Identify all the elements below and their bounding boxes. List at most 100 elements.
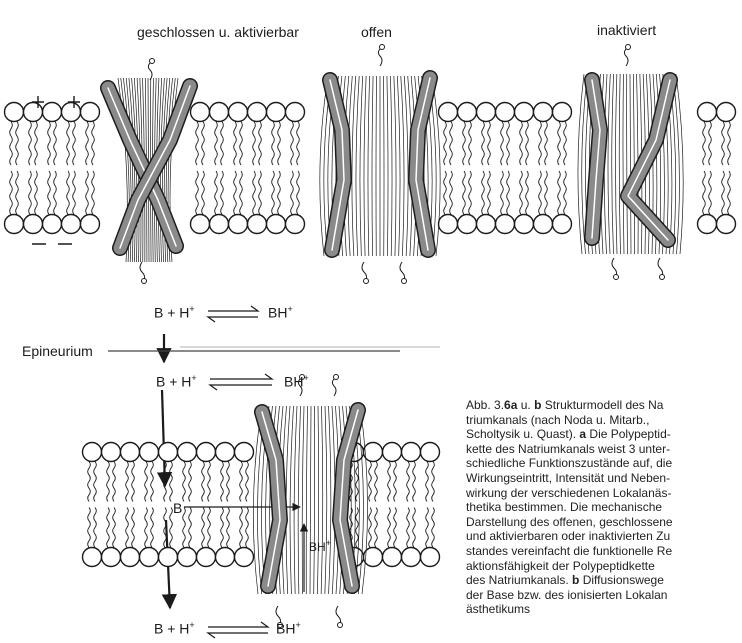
channel-strand (397, 76, 400, 256)
lipid-tail (35, 122, 38, 166)
ion-label: BH+ (309, 538, 331, 554)
lipid-head (210, 215, 229, 234)
lipid-tail (444, 171, 447, 215)
lipid-tail (450, 122, 453, 166)
peptide-end (142, 279, 147, 284)
lipid-head (515, 103, 534, 122)
channel-strand (325, 406, 327, 594)
sodium-channels-panel-a (108, 45, 683, 284)
lipid-head (477, 215, 496, 234)
lipid-head (534, 215, 553, 234)
lipid-tail (196, 122, 199, 166)
lipid-tail (520, 122, 523, 166)
channel-strand (627, 74, 628, 254)
lipid-tail (107, 508, 110, 548)
channel-strand (360, 76, 363, 256)
lipid-tail (10, 171, 13, 215)
lipid-tail (221, 508, 224, 548)
peptide-end (380, 45, 385, 50)
lipid-head (421, 443, 440, 462)
lipid-head (235, 443, 254, 462)
lipid-tail (369, 462, 372, 502)
lipid-tail (132, 462, 135, 502)
lipid-tail (488, 122, 491, 166)
caption-line: Wirkungseintritt, Intensität und Neben- (466, 471, 742, 486)
lipid-head (717, 215, 736, 234)
lipid-tail (709, 171, 712, 215)
peptide-end (402, 279, 407, 284)
channel-strand (372, 76, 373, 256)
lipid-head (477, 103, 496, 122)
lipid-head (248, 103, 267, 122)
lipid-head (439, 215, 458, 234)
channel-strand (404, 76, 408, 256)
peptide-end (338, 623, 343, 628)
lipid-tail (709, 122, 712, 166)
lipid-tail (215, 171, 218, 215)
lipid-tail (703, 122, 706, 166)
lipid-tail (54, 122, 57, 166)
caption-line: des Natriumkanals. b Diffusionswege (466, 573, 742, 588)
lipid-tail (234, 122, 237, 166)
lipid-tail (272, 122, 275, 166)
lipid-head (43, 103, 62, 122)
caption-line: kette des Natriumkanals weist 3 unter- (466, 442, 742, 457)
lipid-tail (29, 171, 32, 215)
lipid-head (458, 215, 477, 234)
lipid-head (496, 103, 515, 122)
lipid-tail (88, 462, 91, 502)
channel-strand (290, 406, 293, 594)
lipid-tail (246, 508, 249, 548)
channel-strand (401, 76, 404, 256)
channel-strand (321, 406, 323, 594)
lipid-tail (394, 462, 397, 502)
lipid-head (102, 548, 121, 567)
caption-line: Darstellung des offenen, geschlossene (466, 515, 742, 530)
lipid-head (267, 215, 286, 234)
caption-line: thetika bestimmen. Die mechanische (466, 500, 742, 515)
lipid-tail (94, 462, 97, 502)
lipid-tail (73, 171, 76, 215)
lipid-tail (297, 122, 300, 166)
lipid-head (191, 103, 210, 122)
lipid-head (717, 103, 736, 122)
lipid-tail (151, 508, 154, 548)
lipid-tail (253, 171, 256, 215)
caption-line: der Base bzw. des ionisierten Lokalan (466, 588, 742, 603)
lipid-tail (278, 122, 281, 166)
caption-line: und aktivierbaren oder inaktivierten Zu (466, 529, 742, 544)
equation-bottom-right: BH+ (276, 620, 301, 637)
lipid-tail (113, 508, 116, 548)
lipid-tail (16, 122, 19, 166)
lipid-tail (728, 122, 731, 166)
lipid-head (698, 215, 717, 234)
channel-strand (394, 76, 396, 256)
channel-strand (619, 74, 620, 254)
equation-bottom-left: B + H+ (154, 620, 195, 637)
lipid-head (402, 548, 421, 567)
lipid-head (534, 103, 553, 122)
lipid-tail (278, 171, 281, 215)
lipid-tail (145, 462, 148, 502)
lipid-tail (202, 171, 205, 215)
lipid-head (286, 215, 305, 234)
lipid-head (81, 215, 100, 234)
lipid-tail (94, 508, 97, 548)
lipid-head (24, 215, 43, 234)
equation-top-right: BH+ (268, 304, 293, 321)
lipid-tail (183, 462, 186, 502)
lipid-tail (432, 462, 435, 502)
lipid-tail (253, 122, 256, 166)
peptide-end (334, 375, 339, 380)
lipid-tail (463, 171, 466, 215)
state-label-closed: geschlossen u. aktivierbar (137, 24, 299, 40)
membrane-bilayer-panel-b (83, 443, 440, 567)
channel-strand (608, 74, 610, 254)
lipid-head (83, 443, 102, 462)
lipid-tail (259, 171, 262, 215)
equation-middle-left: B + H+ (156, 373, 197, 390)
lipid-tail (507, 171, 510, 215)
channel-strand (356, 76, 359, 256)
lipid-tail (202, 462, 205, 502)
lipid-tail (407, 462, 410, 502)
